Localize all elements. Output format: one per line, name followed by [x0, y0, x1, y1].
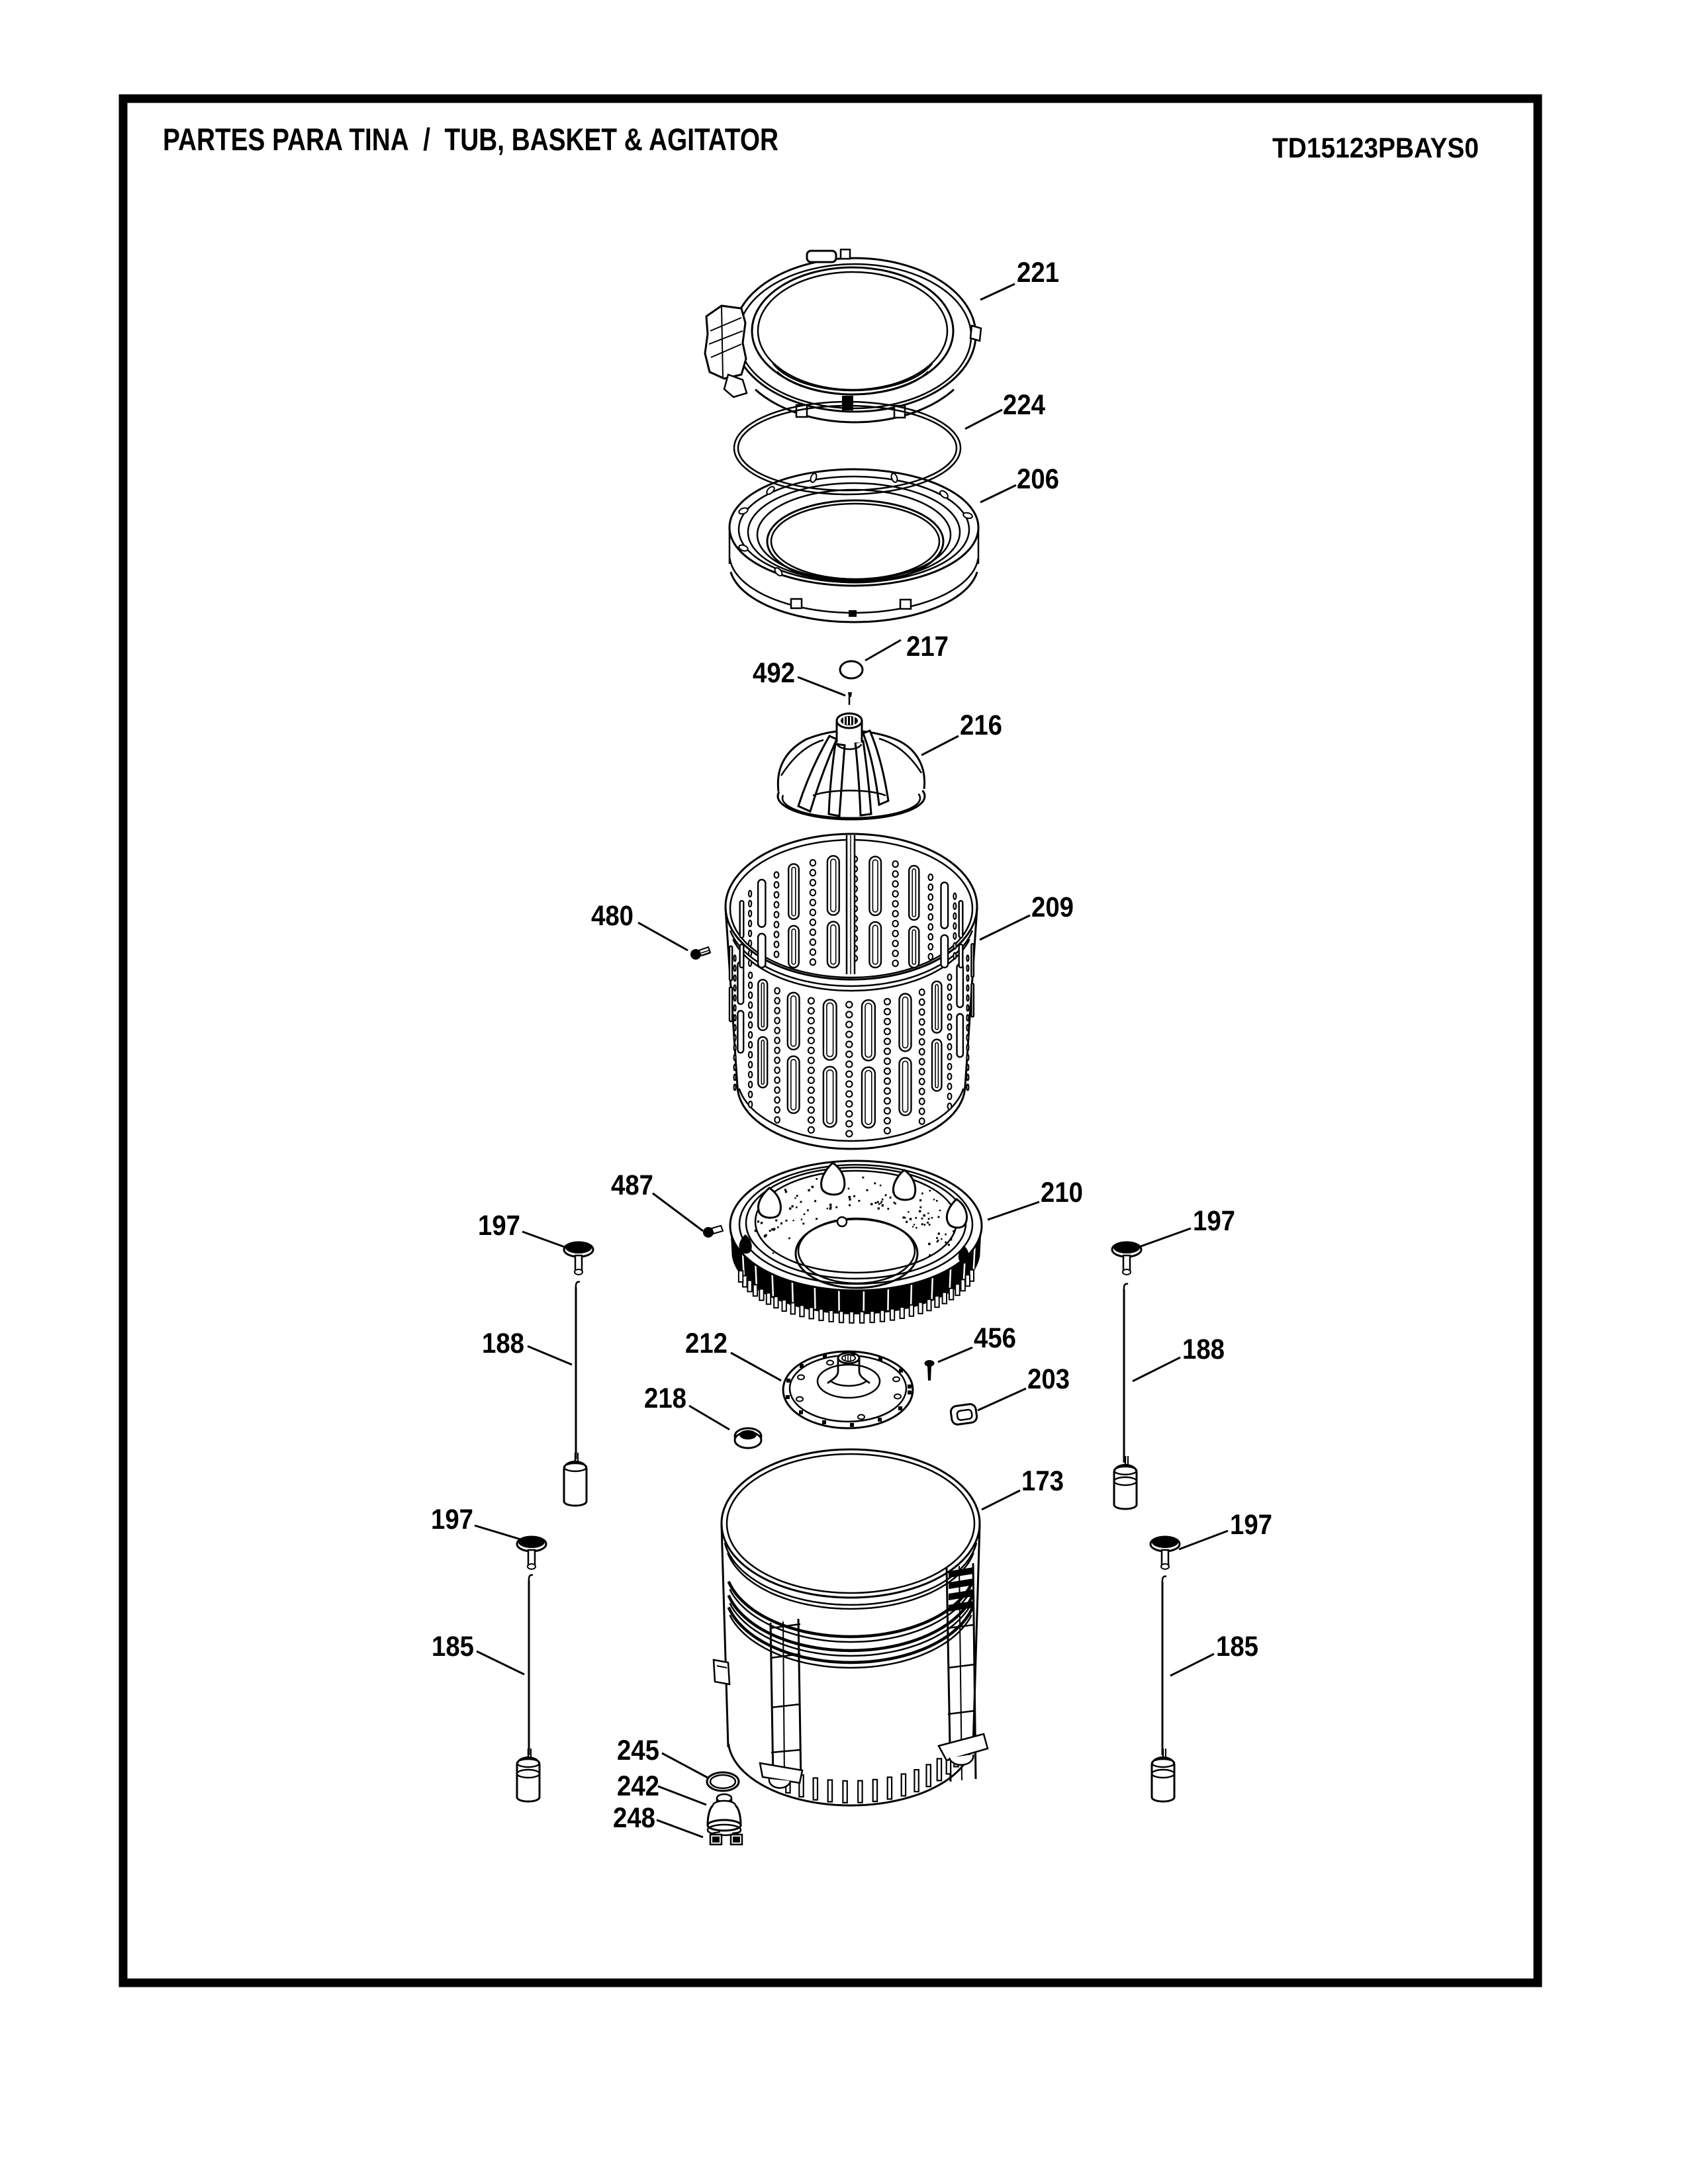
- svg-text:TD15123PBAYS0: TD15123PBAYS0: [1272, 132, 1479, 164]
- svg-text:203: 203: [1027, 1363, 1070, 1395]
- svg-text:217: 217: [906, 631, 949, 662]
- svg-text:242: 242: [617, 1770, 659, 1802]
- svg-text:221: 221: [1017, 257, 1059, 289]
- svg-text:PARTES PARA TINA / TUB, BASK: PARTES PARA TINA / TUB, BASKET & AGITATO…: [163, 122, 778, 157]
- svg-text:212: 212: [685, 1328, 727, 1359]
- svg-text:188: 188: [1182, 1334, 1225, 1365]
- svg-text:480: 480: [591, 900, 633, 932]
- svg-text:185: 185: [432, 1631, 474, 1662]
- svg-text:218: 218: [644, 1383, 686, 1414]
- svg-text:188: 188: [482, 1328, 524, 1359]
- svg-text:492: 492: [753, 657, 795, 689]
- svg-text:197: 197: [1193, 1205, 1235, 1237]
- svg-text:487: 487: [611, 1169, 653, 1201]
- svg-text:173: 173: [1021, 1465, 1064, 1497]
- svg-text:216: 216: [960, 709, 1002, 741]
- svg-text:197: 197: [1230, 1509, 1272, 1541]
- svg-text:185: 185: [1216, 1631, 1258, 1662]
- svg-text:245: 245: [617, 1735, 659, 1766]
- svg-text:224: 224: [1003, 389, 1045, 421]
- svg-text:206: 206: [1017, 463, 1059, 495]
- svg-text:197: 197: [431, 1504, 473, 1535]
- svg-text:248: 248: [613, 1802, 655, 1834]
- svg-text:210: 210: [1041, 1177, 1083, 1208]
- svg-text:456: 456: [974, 1322, 1016, 1354]
- svg-text:209: 209: [1031, 891, 1074, 923]
- svg-text:197: 197: [478, 1210, 520, 1242]
